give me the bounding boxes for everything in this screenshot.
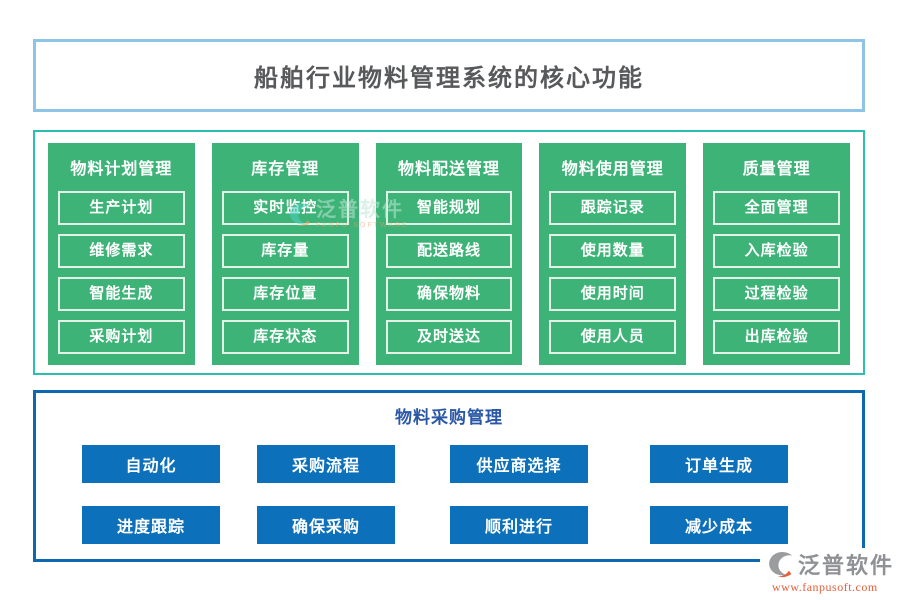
module-item: 实时监控 xyxy=(221,191,349,225)
procurement-button: 自动化 xyxy=(82,445,220,483)
module-item: 使用时间 xyxy=(549,277,677,311)
module-title: 物料使用管理 xyxy=(561,161,664,178)
procurement-box: 物料采购管理 自动化 采购流程 供应商选择 订单生成 进度跟踪 确保采购 顺利进… xyxy=(33,390,865,562)
module-title: 物料计划管理 xyxy=(70,161,173,178)
module-column-material-planning: 物料计划管理 生产计划 维修需求 智能生成 采购计划 xyxy=(48,143,195,365)
procurement-button: 减少成本 xyxy=(650,506,788,544)
procurement-button: 订单生成 xyxy=(650,445,788,483)
procurement-button: 供应商选择 xyxy=(450,445,588,483)
fanpu-logo-url[interactable]: www.fanpusoft.com xyxy=(772,580,878,594)
module-item: 跟踪记录 xyxy=(549,191,677,225)
fanpu-logo[interactable]: 泛普软件 www.fanpusoft.com xyxy=(760,548,898,595)
module-column-inventory: 库存管理 实时监控 库存量 库存位置 库存状态 xyxy=(211,143,359,365)
main-title-box: 船舶行业物料管理系统的核心功能 xyxy=(33,39,865,112)
fanpu-logo-text: 泛普软件 xyxy=(798,553,895,578)
procurement-button: 确保采购 xyxy=(257,506,395,544)
procurement-title: 物料采购管理 xyxy=(395,408,503,427)
module-column-quality: 质量管理 全面管理 入库检验 过程检验 出库检验 xyxy=(703,143,850,365)
module-item: 智能规划 xyxy=(385,191,513,225)
module-item: 库存位置 xyxy=(221,277,349,311)
module-item: 及时送达 xyxy=(385,320,513,354)
module-title: 库存管理 xyxy=(251,161,320,178)
module-item: 维修需求 xyxy=(58,234,185,268)
module-item: 全面管理 xyxy=(713,191,840,225)
modules-container: 物料计划管理 生产计划 维修需求 智能生成 采购计划 库存管理 实时监控 库存量… xyxy=(33,130,865,375)
module-item: 库存状态 xyxy=(221,320,349,354)
module-column-usage: 物料使用管理 跟踪记录 使用数量 使用时间 使用人员 xyxy=(539,143,687,365)
module-item: 确保物料 xyxy=(385,277,513,311)
module-item: 库存量 xyxy=(221,234,349,268)
module-item: 采购计划 xyxy=(58,320,185,354)
procurement-button: 采购流程 xyxy=(257,445,395,483)
page-title: 船舶行业物料管理系统的核心功能 xyxy=(254,65,644,92)
module-item: 使用人员 xyxy=(549,320,677,354)
module-item: 出库检验 xyxy=(713,320,840,354)
module-column-distribution: 物料配送管理 智能规划 配送路线 确保物料 及时送达 xyxy=(375,143,523,365)
module-title: 物料配送管理 xyxy=(397,161,500,178)
module-title: 质量管理 xyxy=(742,161,811,178)
procurement-button: 进度跟踪 xyxy=(82,506,220,544)
module-item: 生产计划 xyxy=(58,191,185,225)
module-item: 配送路线 xyxy=(385,234,513,268)
module-item: 过程检验 xyxy=(713,277,840,311)
module-item: 使用数量 xyxy=(549,234,677,268)
fanpu-logo-icon xyxy=(769,552,793,578)
module-item: 入库检验 xyxy=(713,234,840,268)
procurement-button: 顺利进行 xyxy=(450,506,588,544)
module-item: 智能生成 xyxy=(58,277,185,311)
